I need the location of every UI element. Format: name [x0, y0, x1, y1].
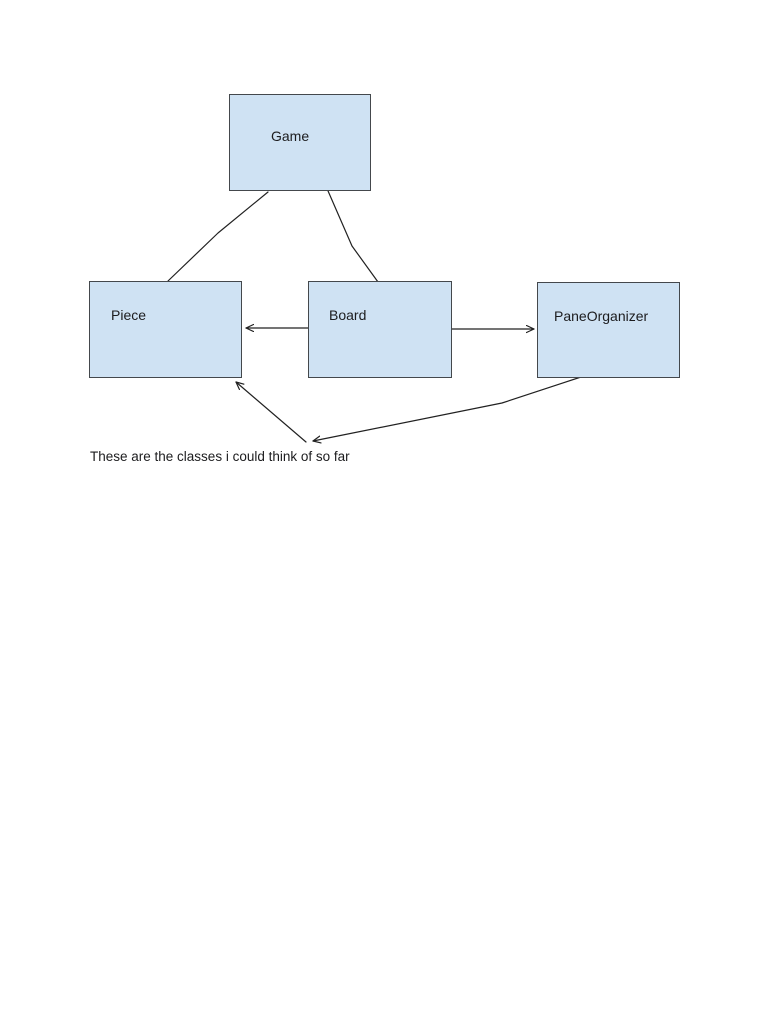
class-box-piece: Piece [89, 281, 242, 378]
class-box-label: Game [271, 128, 310, 144]
class-box-label: Board [329, 307, 367, 323]
connector-note-piece-arrow [235, 381, 307, 443]
class-box-board: Board [308, 281, 452, 378]
connector-game-piece [167, 191, 269, 282]
annotation-text: These are the classes i could think of s… [90, 449, 350, 464]
class-box-paneorganizer: PaneOrganizer [537, 282, 680, 378]
class-box-label: Piece [111, 307, 147, 323]
class-box-game: Game [229, 94, 371, 191]
class-box-label: PaneOrganizer [554, 308, 649, 324]
connector-game-board [324, 183, 379, 283]
connector-paneorganizer-note-arrow [312, 376, 582, 441]
